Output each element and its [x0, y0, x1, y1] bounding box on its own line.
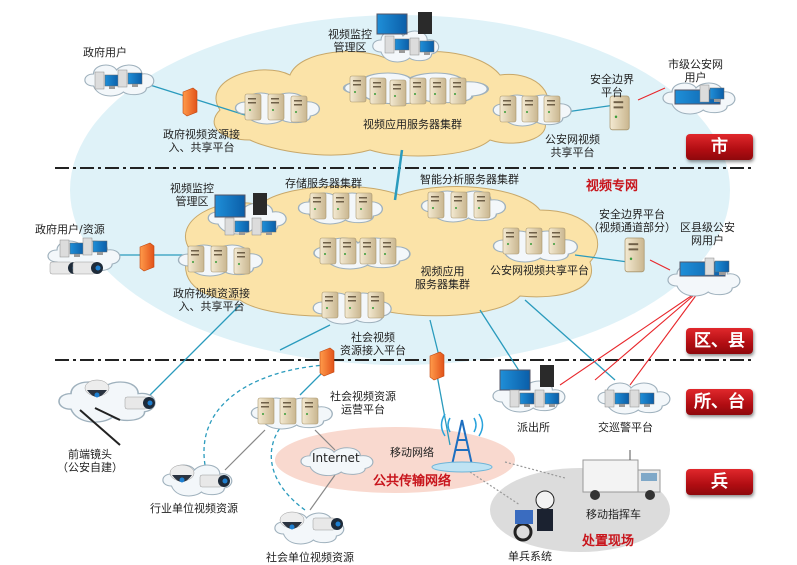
line2: （公安自建） — [57, 461, 123, 474]
label-city-security-border: 安全边界平台 — [590, 73, 634, 99]
label-front-camera: 前端镜头（公安自建） — [57, 448, 123, 474]
security-border-server-city — [609, 95, 630, 131]
security-border-server-district — [624, 237, 645, 273]
line1: 视频监控 — [170, 182, 214, 195]
label-gov-user: 政府用户 — [83, 46, 127, 59]
label-internet: Internet — [312, 451, 360, 465]
industry-camera-cloud — [162, 464, 233, 497]
label-city-gov-platform: 政府视频资源接入、共享平台 — [163, 128, 240, 154]
line1: 安全边界平台 — [599, 208, 665, 221]
red-links — [559, 87, 701, 386]
label-mobile-network: 移动网络 — [390, 446, 434, 459]
gov-platform-cloud-district — [177, 244, 264, 277]
label-social-video: 社会单位视频资源 — [266, 551, 354, 564]
line1: 市级公安网 — [668, 58, 723, 71]
district-monitor-cloud — [207, 193, 287, 236]
label-police-station: 派出所 — [517, 421, 550, 434]
label-social-ops: 社会视频资源运营平台 — [330, 390, 396, 416]
tier-badge-district: 区、县 — [686, 328, 753, 354]
label-district-app-cluster: 视频应用服务器集群 — [415, 265, 470, 291]
line2: 平台 — [601, 86, 623, 99]
tier-badge-city: 市 — [686, 134, 753, 160]
label-public-network: 公共传输网络 — [373, 474, 452, 489]
traffic-cloud — [597, 382, 671, 415]
line2: 服务器集群 — [415, 278, 470, 291]
label-command-vehicle: 移动指挥车 — [586, 508, 641, 521]
line1: 政府视频资源接 — [163, 128, 240, 141]
label-city-police-user: 市级公安网用户 — [668, 58, 723, 84]
label-district-security-border: 安全边界平台（视频通道部分） — [588, 208, 676, 234]
public-network-region — [275, 427, 515, 493]
label-analysis-cluster: 智能分析服务器集群 — [420, 173, 519, 186]
label-city-police-share: 公安网视频共享平台 — [545, 133, 600, 159]
front-camera-cloud — [58, 379, 156, 446]
line2: 入、共享平台 — [168, 141, 235, 154]
gray-links — [224, 429, 336, 511]
label-city-monitor-zone: 视频监控管理区 — [328, 28, 372, 54]
social-camera-cloud — [274, 511, 345, 545]
line2: 网用户 — [691, 234, 724, 247]
line2: 用户 — [684, 71, 707, 84]
line1: 社会视频 — [351, 331, 395, 344]
label-city-app-cluster: 视频应用服务器集群 — [363, 118, 462, 131]
line2: 共享平台 — [550, 146, 595, 159]
district-police-user-cloud — [667, 257, 741, 297]
city-police-user-cloud — [662, 82, 736, 115]
police-share-cloud-city — [492, 94, 572, 127]
line1: 视频应用 — [420, 265, 465, 278]
line1: 社会视频资源 — [330, 390, 396, 403]
social-ops-cloud — [250, 397, 333, 430]
line1: 区县级公安 — [680, 221, 735, 234]
wireless-links — [469, 461, 566, 506]
line1: 政府视频资源接 — [173, 287, 250, 300]
label-district-police-share: 公安网视频共享平台 — [490, 264, 589, 277]
app-cluster-cloud-district — [313, 237, 411, 270]
line2: 管理区 — [175, 195, 209, 208]
label-soldier-system: 单兵系统 — [508, 550, 552, 563]
line1: 前端镜头 — [68, 448, 112, 461]
line1: 安全边界 — [590, 73, 634, 86]
line1: 公安网视频 — [545, 133, 600, 146]
label-traffic-platform: 交巡警平台 — [598, 421, 653, 434]
label-gov-user-resource: 政府用户/资源 — [35, 223, 105, 236]
gov-platform-cloud-city — [234, 92, 321, 125]
label-scene: 处置现场 — [582, 534, 635, 549]
label-video-private-network: 视频专网 — [586, 179, 639, 194]
label-industry-video: 行业单位视频资源 — [150, 502, 238, 515]
mobile-tower-icon — [431, 413, 493, 473]
line2: （视频通道部分） — [588, 221, 676, 234]
city-monitor-cloud — [372, 12, 440, 63]
label-social-access: 社会视频资源接入平台 — [340, 331, 406, 357]
label-district-gov-platform: 政府视频资源接入、共享平台 — [173, 287, 250, 313]
gov-user-cloud — [84, 64, 155, 97]
label-district-police-user: 区县级公安网用户 — [680, 221, 735, 247]
command-vehicle-icon — [582, 450, 661, 500]
label-district-monitor-zone: 视频监控管理区 — [170, 182, 214, 208]
tier-badge-soldier: 兵 — [686, 469, 753, 495]
police-station-cloud — [492, 365, 566, 413]
line1: 视频监控 — [328, 28, 372, 41]
label-storage-cluster: 存储服务器集群 — [285, 177, 362, 190]
soldier-icon — [513, 490, 555, 542]
line2: 资源接入平台 — [340, 344, 406, 357]
line2: 入、共享平台 — [178, 300, 245, 313]
line2: 管理区 — [333, 41, 367, 54]
line2: 运营平台 — [341, 403, 385, 416]
tier-badge-station: 所、台 — [686, 389, 753, 415]
